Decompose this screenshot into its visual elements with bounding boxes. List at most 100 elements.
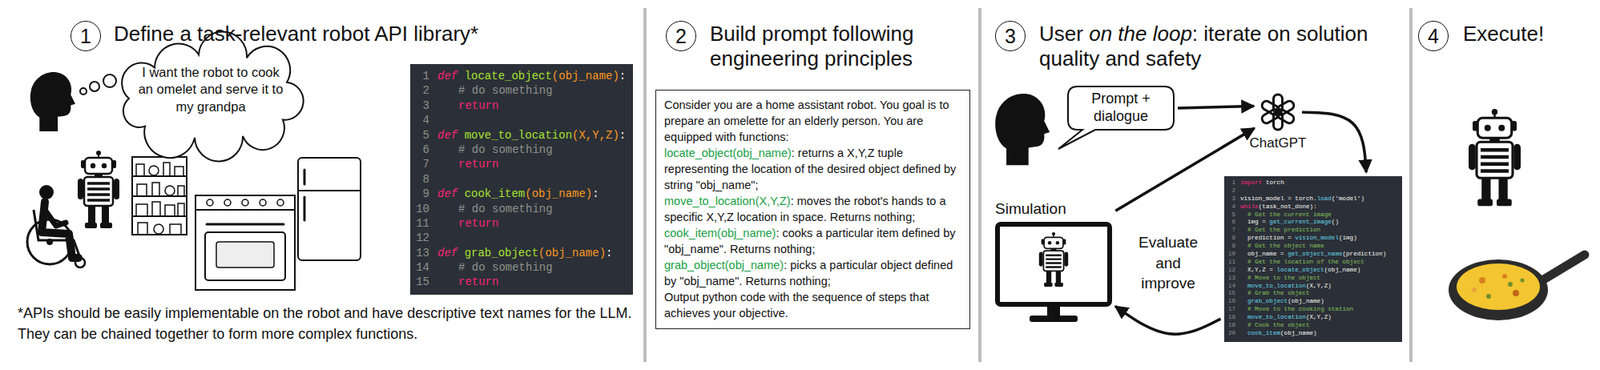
api-name: cook_item(obj_name) (664, 226, 776, 240)
panel-heading: on the loop (1088, 21, 1193, 46)
listing-token: (obj_name) (524, 187, 593, 201)
listing-token: (prediction) (1342, 250, 1387, 258)
logo-petal (1260, 108, 1281, 125)
listing-token: import (1240, 179, 1262, 186)
line-number: 13 (1225, 274, 1241, 283)
listing-line: # Move to the object (1240, 274, 1321, 283)
callout-number: 1 (70, 20, 101, 52)
listing-row: 17 # Move to the cooking station (1225, 306, 1387, 315)
listing-token: ('model') (1331, 195, 1365, 202)
line-number: 2 (413, 83, 438, 98)
listing-token: : (619, 69, 626, 83)
listing-row: 14# do something (413, 260, 626, 275)
listing-token: (X,Y,Z) (572, 128, 620, 142)
line-number: 6 (1225, 218, 1241, 227)
flow-arrow (1115, 306, 1221, 335)
text-area: Simulation (995, 200, 1113, 219)
instruction-line: Consider you are a home assistant robot.… (664, 96, 962, 146)
listing-token: move_to_location (464, 128, 573, 142)
callout-number: 4 (1418, 20, 1449, 52)
line-number: 4 (1225, 203, 1241, 212)
fridge-figure (298, 157, 361, 261)
line-number: 11 (413, 216, 438, 231)
listing-row: 11# Get the location of the object (1225, 258, 1387, 267)
listing-row: 15return (413, 274, 626, 290)
listing-row: 20cook_item(obj_name) (1225, 330, 1387, 339)
listing-row: 6img = get_current_image() (1225, 218, 1387, 227)
line-number: 3 (1225, 195, 1241, 204)
listing-token: return (458, 99, 499, 113)
listing-row: 12 (413, 230, 626, 246)
listing-token: X,Y,Z = (1247, 266, 1277, 274)
flow-arrow (1177, 106, 1254, 109)
listing-line: # Get the current image (1240, 211, 1332, 220)
api-name: move_to_location(X,Y,Z) (664, 194, 791, 208)
listing-token (457, 187, 464, 201)
listing-line: def grab_object(obj_name): (437, 245, 613, 261)
listing-token: prediction = (1247, 234, 1295, 242)
instruction-line: grab_object(obj_name): picks a particula… (664, 257, 962, 290)
line-number: 14 (413, 260, 438, 275)
monitor-screen (997, 224, 1110, 305)
line-number: 9 (413, 186, 438, 202)
listing-token: : (619, 128, 626, 142)
listing-line: # Get the object name (1240, 242, 1325, 251)
text-area: ChatGPT (1233, 135, 1322, 152)
pan-figure (1448, 254, 1585, 321)
wheelchair-person (27, 185, 85, 268)
listing-line: import torch (1240, 179, 1285, 188)
bubble-text: I want the robot to cook an omelet and s… (137, 64, 285, 116)
listing-token (457, 246, 464, 260)
text-area: 1import torch23vision_model = torch.load… (1225, 179, 1387, 339)
listing-line: return (437, 98, 499, 113)
listing-row: 2 (1225, 187, 1387, 196)
loop-note: Evaluate and improve (1129, 232, 1207, 295)
listing-token: cook_item (464, 187, 526, 201)
instruction-line: cook_item(obj_name): cooks a particular … (664, 225, 962, 258)
listing-line: # do something (437, 142, 553, 158)
listing-row: 10obj_name = get_object_name(prediction) (1225, 250, 1387, 259)
line-number: 17 (1225, 306, 1241, 315)
monitor-base (1029, 315, 1078, 323)
listing-row: 7return (413, 157, 626, 172)
listing-token: img = (1247, 218, 1270, 226)
shelf-unit (132, 157, 187, 235)
listing-row: 11return (413, 216, 626, 231)
listing-token: : (1313, 203, 1318, 210)
line-number: 8 (1225, 234, 1241, 243)
listing-token: # Grab the object (1247, 290, 1310, 297)
line-number: 15 (1225, 290, 1241, 299)
panel-heading: Define a task-relevant robot API library… (113, 21, 479, 47)
listing-box: 1import torch23vision_model = torch.load… (1224, 176, 1403, 343)
divider-line (1409, 8, 1413, 363)
listing-token: (task_not_done) (1258, 203, 1314, 210)
monitor-caption: Simulation (995, 200, 1113, 219)
android-figure (1039, 232, 1069, 287)
line-number: 3 (413, 98, 438, 113)
listing-token: (img) (1338, 234, 1358, 242)
divider-line (978, 8, 982, 363)
line-number: 15 (413, 274, 438, 290)
listing-row: 9# Get the object name (1225, 242, 1387, 251)
line-number: 20 (1225, 330, 1241, 339)
instruction-line: Output python code with the sequence of … (664, 289, 962, 322)
text-area: Consider you are a home assistant robot.… (664, 96, 962, 322)
bubble-text: Prompt + dialogue (1074, 90, 1168, 125)
line-number: 5 (1225, 211, 1241, 220)
listing-line: # Cook the object (1240, 322, 1310, 331)
listing-token: # Move to the cooking station (1247, 306, 1354, 313)
listing-row: 2# do something (413, 83, 626, 98)
flow-arrow (1115, 128, 1254, 211)
line-number: 10 (413, 201, 438, 217)
line-number: 1 (1225, 179, 1241, 188)
listing-token: while (1240, 203, 1259, 210)
listing-token: move_to_location (1247, 282, 1306, 290)
api-name: locate_object(obj_name) (664, 146, 792, 160)
listing-line: obj_name = get_object_name(prediction) (1240, 250, 1387, 259)
listing-token: : (592, 187, 599, 201)
listing-line: move_to_location(X,Y,Z) (1240, 282, 1332, 291)
listing-line: return (437, 274, 499, 290)
listing-row: 8 (413, 172, 626, 187)
listing-token (457, 69, 464, 83)
